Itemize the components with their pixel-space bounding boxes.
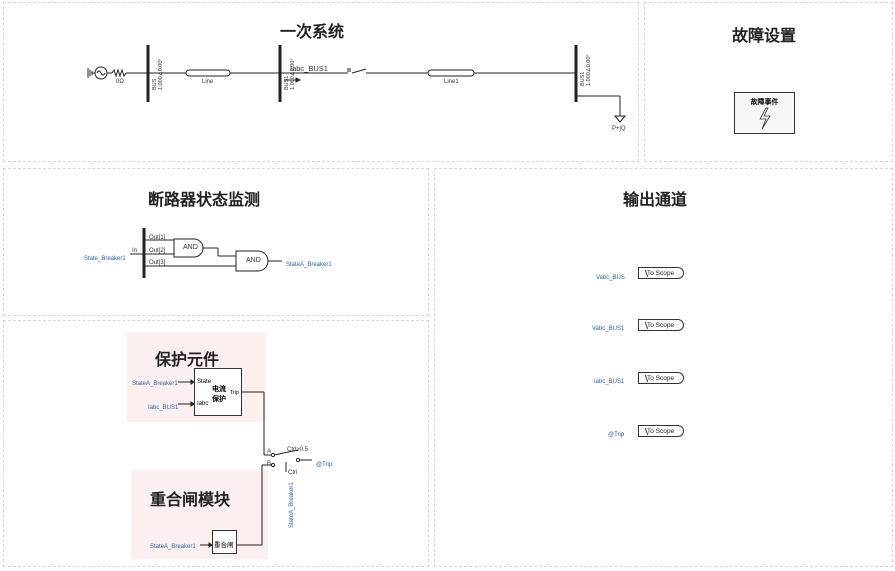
protection-title: 保护元件 [155,352,220,369]
fault-setting-title: 故障设置 [732,28,797,45]
demux-out-pin-1: Out[1] [149,235,166,241]
bus-left-label: BUS 1.000∠0.00° [152,58,164,90]
protection-iabc-input[interactable]: Iabc_BUS1 [148,405,179,411]
to-scope-2[interactable]: To Scope [638,319,684,331]
output-signal-1[interactable]: Vabc_BUS [596,275,625,281]
fault-event-label: 故障事件 [750,99,779,106]
lightning-icon [759,107,771,130]
reclose-highlight [131,470,268,559]
and-gate-1[interactable]: AND [183,244,198,251]
switch-ctrl-signal[interactable]: StateA_Breaker1 [289,482,295,528]
meter-label[interactable]: Iabc_BUS1 [290,64,328,73]
breaker-state-output-signal[interactable]: StateA_Breaker1 [286,262,332,268]
line-right-label: Line1 [444,79,459,85]
port-iabc-label: Iabc [197,401,209,407]
reclose-input-signal[interactable]: StateA_Breaker1 [150,544,196,550]
breaker-monitor-title: 断路器状态监测 [148,192,261,209]
demux-out-pin-2: Out[2] [149,248,166,254]
source-impedance-label: 0Ω [116,79,124,85]
demux-out-pin-3: Out[3] [149,260,166,266]
protection-state-input[interactable]: StateA_Breaker1 [132,381,178,387]
output-signal-4[interactable]: @Trip [608,432,625,438]
output-channel-panel [434,168,893,567]
current-protection-block[interactable]: State Iabc Trip 电流 保护 [194,368,242,416]
fault-setting-panel [644,2,893,162]
demux-in-pin: In [132,248,138,254]
switch-input-a: A [267,449,272,455]
bus-right-label: BUS1 1.000∠0.00° [580,54,592,86]
output-signal-2[interactable]: Vabc_BUS1 [592,326,625,332]
reclose-block[interactable]: 重合闸 [212,530,237,554]
to-scope-1[interactable]: To Scope [638,267,684,279]
to-scope-3[interactable]: To Scope [638,372,684,384]
line-left-label: Line [202,79,214,85]
to-scope-4[interactable]: To Scope [638,425,684,437]
switch-input-b: B [267,461,272,467]
switch-ctrl-pin: Ctrl [288,470,298,476]
reclose-block-label: 重合闸 [214,542,234,549]
switch-ctrl-threshold: Ctrl≥0.5 [287,447,308,453]
breaker-state-input-signal[interactable]: State_Breaker1 [84,256,126,262]
output-signal-3[interactable]: Iabc_BUS1 [594,379,625,385]
and-gate-2[interactable]: AND [246,257,261,264]
output-channel-title: 输出通道 [623,192,688,209]
load-label: P+jQ [612,126,626,132]
fault-event-block[interactable]: 故障事件 [734,92,795,134]
protection-block-label-2: 保护 [212,396,226,403]
breaker-monitor-panel [3,168,429,316]
protection-block-label-1: 电流 [212,386,226,393]
reclose-title: 重合闸模块 [150,492,231,509]
port-trip-label: Trip [229,390,239,396]
primary-system-panel [3,2,639,162]
switch-output-trip[interactable]: @Trip [316,462,333,468]
primary-system-title: 一次系统 [280,24,345,41]
port-state-label: State [197,379,212,385]
